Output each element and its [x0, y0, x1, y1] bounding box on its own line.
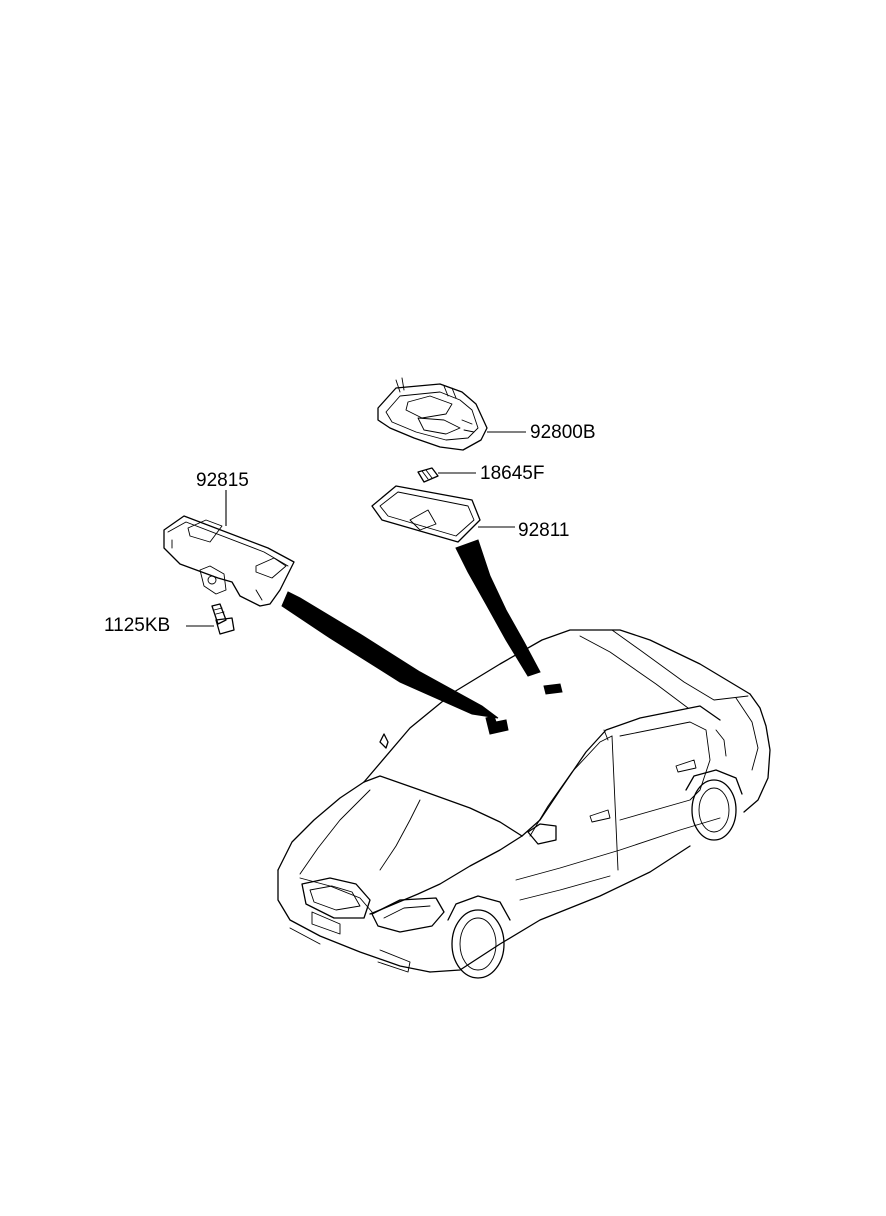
lens-drawing	[371, 485, 515, 543]
leader-wedge-lens	[455, 539, 541, 677]
screw-drawing	[186, 603, 235, 635]
callout-92800B: 92800B	[530, 422, 596, 443]
callout-1125KB: 1125KB	[104, 615, 171, 636]
callout-18645F: 18645F	[480, 463, 545, 484]
callout-92815: 92815	[196, 470, 249, 491]
leader-wedge-bracket	[281, 591, 499, 719]
callout-92811: 92811	[518, 520, 570, 541]
bulb-drawing	[417, 467, 476, 483]
car-drawing	[277, 629, 771, 979]
room-lamp-bracket-drawing	[163, 490, 295, 607]
overhead-console-lamp-drawing	[377, 377, 526, 451]
